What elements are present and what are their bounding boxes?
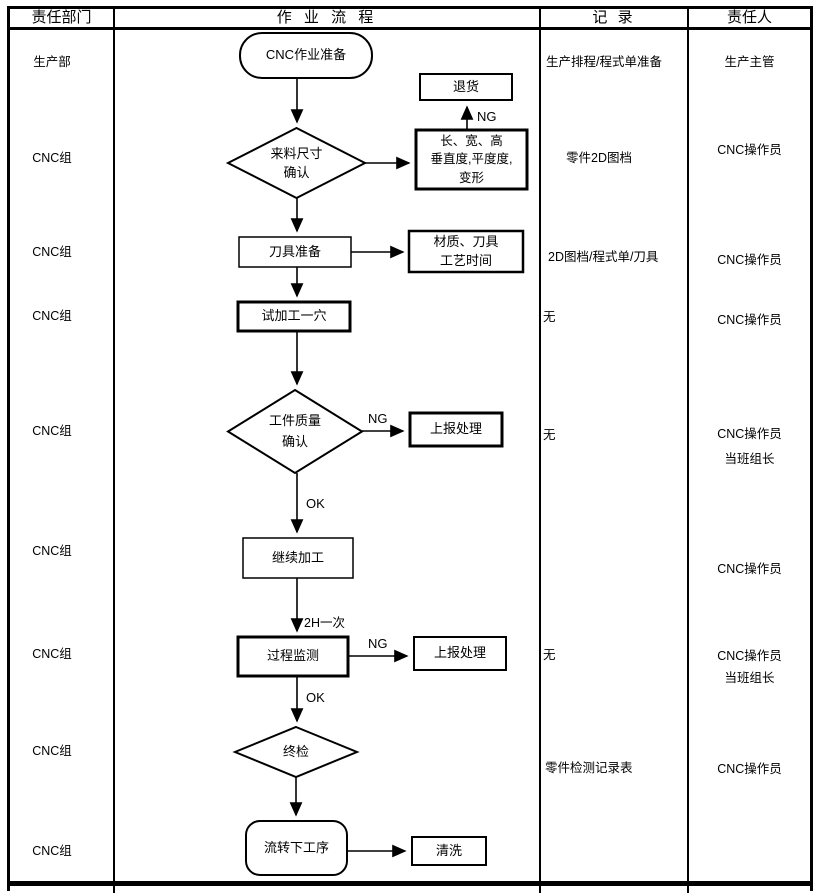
department-label: CNC组 <box>32 843 72 858</box>
record-label: 无 <box>543 428 556 442</box>
shape-dimension-box <box>414 128 529 191</box>
edge-label-ng-top: NG <box>477 109 497 124</box>
department-label: CNC组 <box>32 646 72 661</box>
flow-node-next-process: 流转下工序 <box>263 839 329 855</box>
person-label: CNC操作员 <box>717 252 782 267</box>
record-label: 无 <box>543 648 556 662</box>
shape-final-diamond <box>232 725 360 779</box>
shape-toolnote-box <box>407 229 525 274</box>
shape-incoming-diamond <box>225 126 368 200</box>
shape-quality-diamond <box>226 388 364 475</box>
shape-monitor-box <box>236 635 350 678</box>
department-label: 生产部 <box>33 54 71 69</box>
table-border-right <box>810 6 813 891</box>
table-header-separator <box>7 27 813 30</box>
flow-node-return: 退货 <box>452 78 479 94</box>
header-cell-person: 责任人 <box>726 8 772 26</box>
person-label: 生产主管 <box>724 54 775 69</box>
shape-clean-box <box>411 836 487 866</box>
flow-node-process-monitor: 过程监测 <box>266 648 319 664</box>
person-label: CNC操作员 <box>717 426 782 441</box>
shape-report1-box <box>408 411 504 448</box>
flow-node-quality-check: 工件质量 确认 <box>268 413 321 449</box>
shape-next-process-box <box>245 820 348 876</box>
edge-label-ok-2: OK <box>306 690 325 705</box>
record-label: 2D图档/程式单/刀具 <box>548 250 659 264</box>
flow-node-incoming-check: 来料尺寸 确认 <box>270 145 323 181</box>
record-label: 无 <box>543 310 556 324</box>
department-label: CNC组 <box>32 150 72 165</box>
flow-node-trial-cut: 试加工一穴 <box>261 308 327 324</box>
shape-start-stadium <box>239 32 373 79</box>
flow-node-continue: 继续加工 <box>271 549 324 565</box>
table-border-top <box>7 6 813 9</box>
shape-continue-box <box>242 537 354 579</box>
person-label: 当班组长 <box>724 451 775 466</box>
department-label: CNC组 <box>32 543 72 558</box>
header-cell-record: 记 录 <box>592 8 636 26</box>
flow-node-report-1: 上报处理 <box>429 421 482 437</box>
header-cell-process: 作 业 流 程 <box>276 8 378 26</box>
flow-node-final-inspection: 终检 <box>282 743 309 759</box>
flow-node-dimension-note: 长、宽、高 垂直度,平度度, 变形 <box>430 134 513 185</box>
department-label: CNC组 <box>32 743 72 758</box>
person-label: CNC操作员 <box>717 648 782 663</box>
header-cell-department: 责任部门 <box>31 8 92 26</box>
flow-node-tool-prep: 刀具准备 <box>268 243 321 259</box>
edge-label-ng-mid: NG <box>368 411 388 426</box>
edge-label-ng-low: NG <box>368 636 388 651</box>
shape-trial-box <box>236 300 352 333</box>
person-label: CNC操作员 <box>717 761 782 776</box>
table-divider-record <box>539 6 541 893</box>
flow-node-start: CNC作业准备 <box>265 47 347 63</box>
record-label: 生产排程/程式单准备 <box>546 55 662 69</box>
shape-toolprep-box <box>238 236 352 268</box>
table-divider-person <box>687 6 689 893</box>
department-label: CNC组 <box>32 244 72 259</box>
shape-report2-box <box>413 636 507 671</box>
record-label: 零件2D图档 <box>566 151 632 165</box>
person-label: CNC操作员 <box>717 312 782 327</box>
record-label: 零件检测记录表 <box>545 761 633 775</box>
person-label: CNC操作员 <box>717 561 782 576</box>
flow-node-report-2: 上报处理 <box>433 645 486 661</box>
department-label: CNC组 <box>32 423 72 438</box>
edge-label-ok-1: OK <box>306 496 325 511</box>
department-label: CNC组 <box>32 308 72 323</box>
person-label: CNC操作员 <box>717 142 782 157</box>
flow-node-tool-note: 材质、刀具 工艺时间 <box>433 234 499 268</box>
table-divider-department <box>113 6 115 893</box>
flow-node-clean: 清洗 <box>435 842 462 858</box>
table-border-bottom <box>7 881 813 886</box>
edge-label-frequency: 2H一次 <box>304 616 345 630</box>
table-border-left <box>7 6 10 891</box>
shape-return-box <box>419 73 513 101</box>
person-label: 当班组长 <box>724 670 775 685</box>
